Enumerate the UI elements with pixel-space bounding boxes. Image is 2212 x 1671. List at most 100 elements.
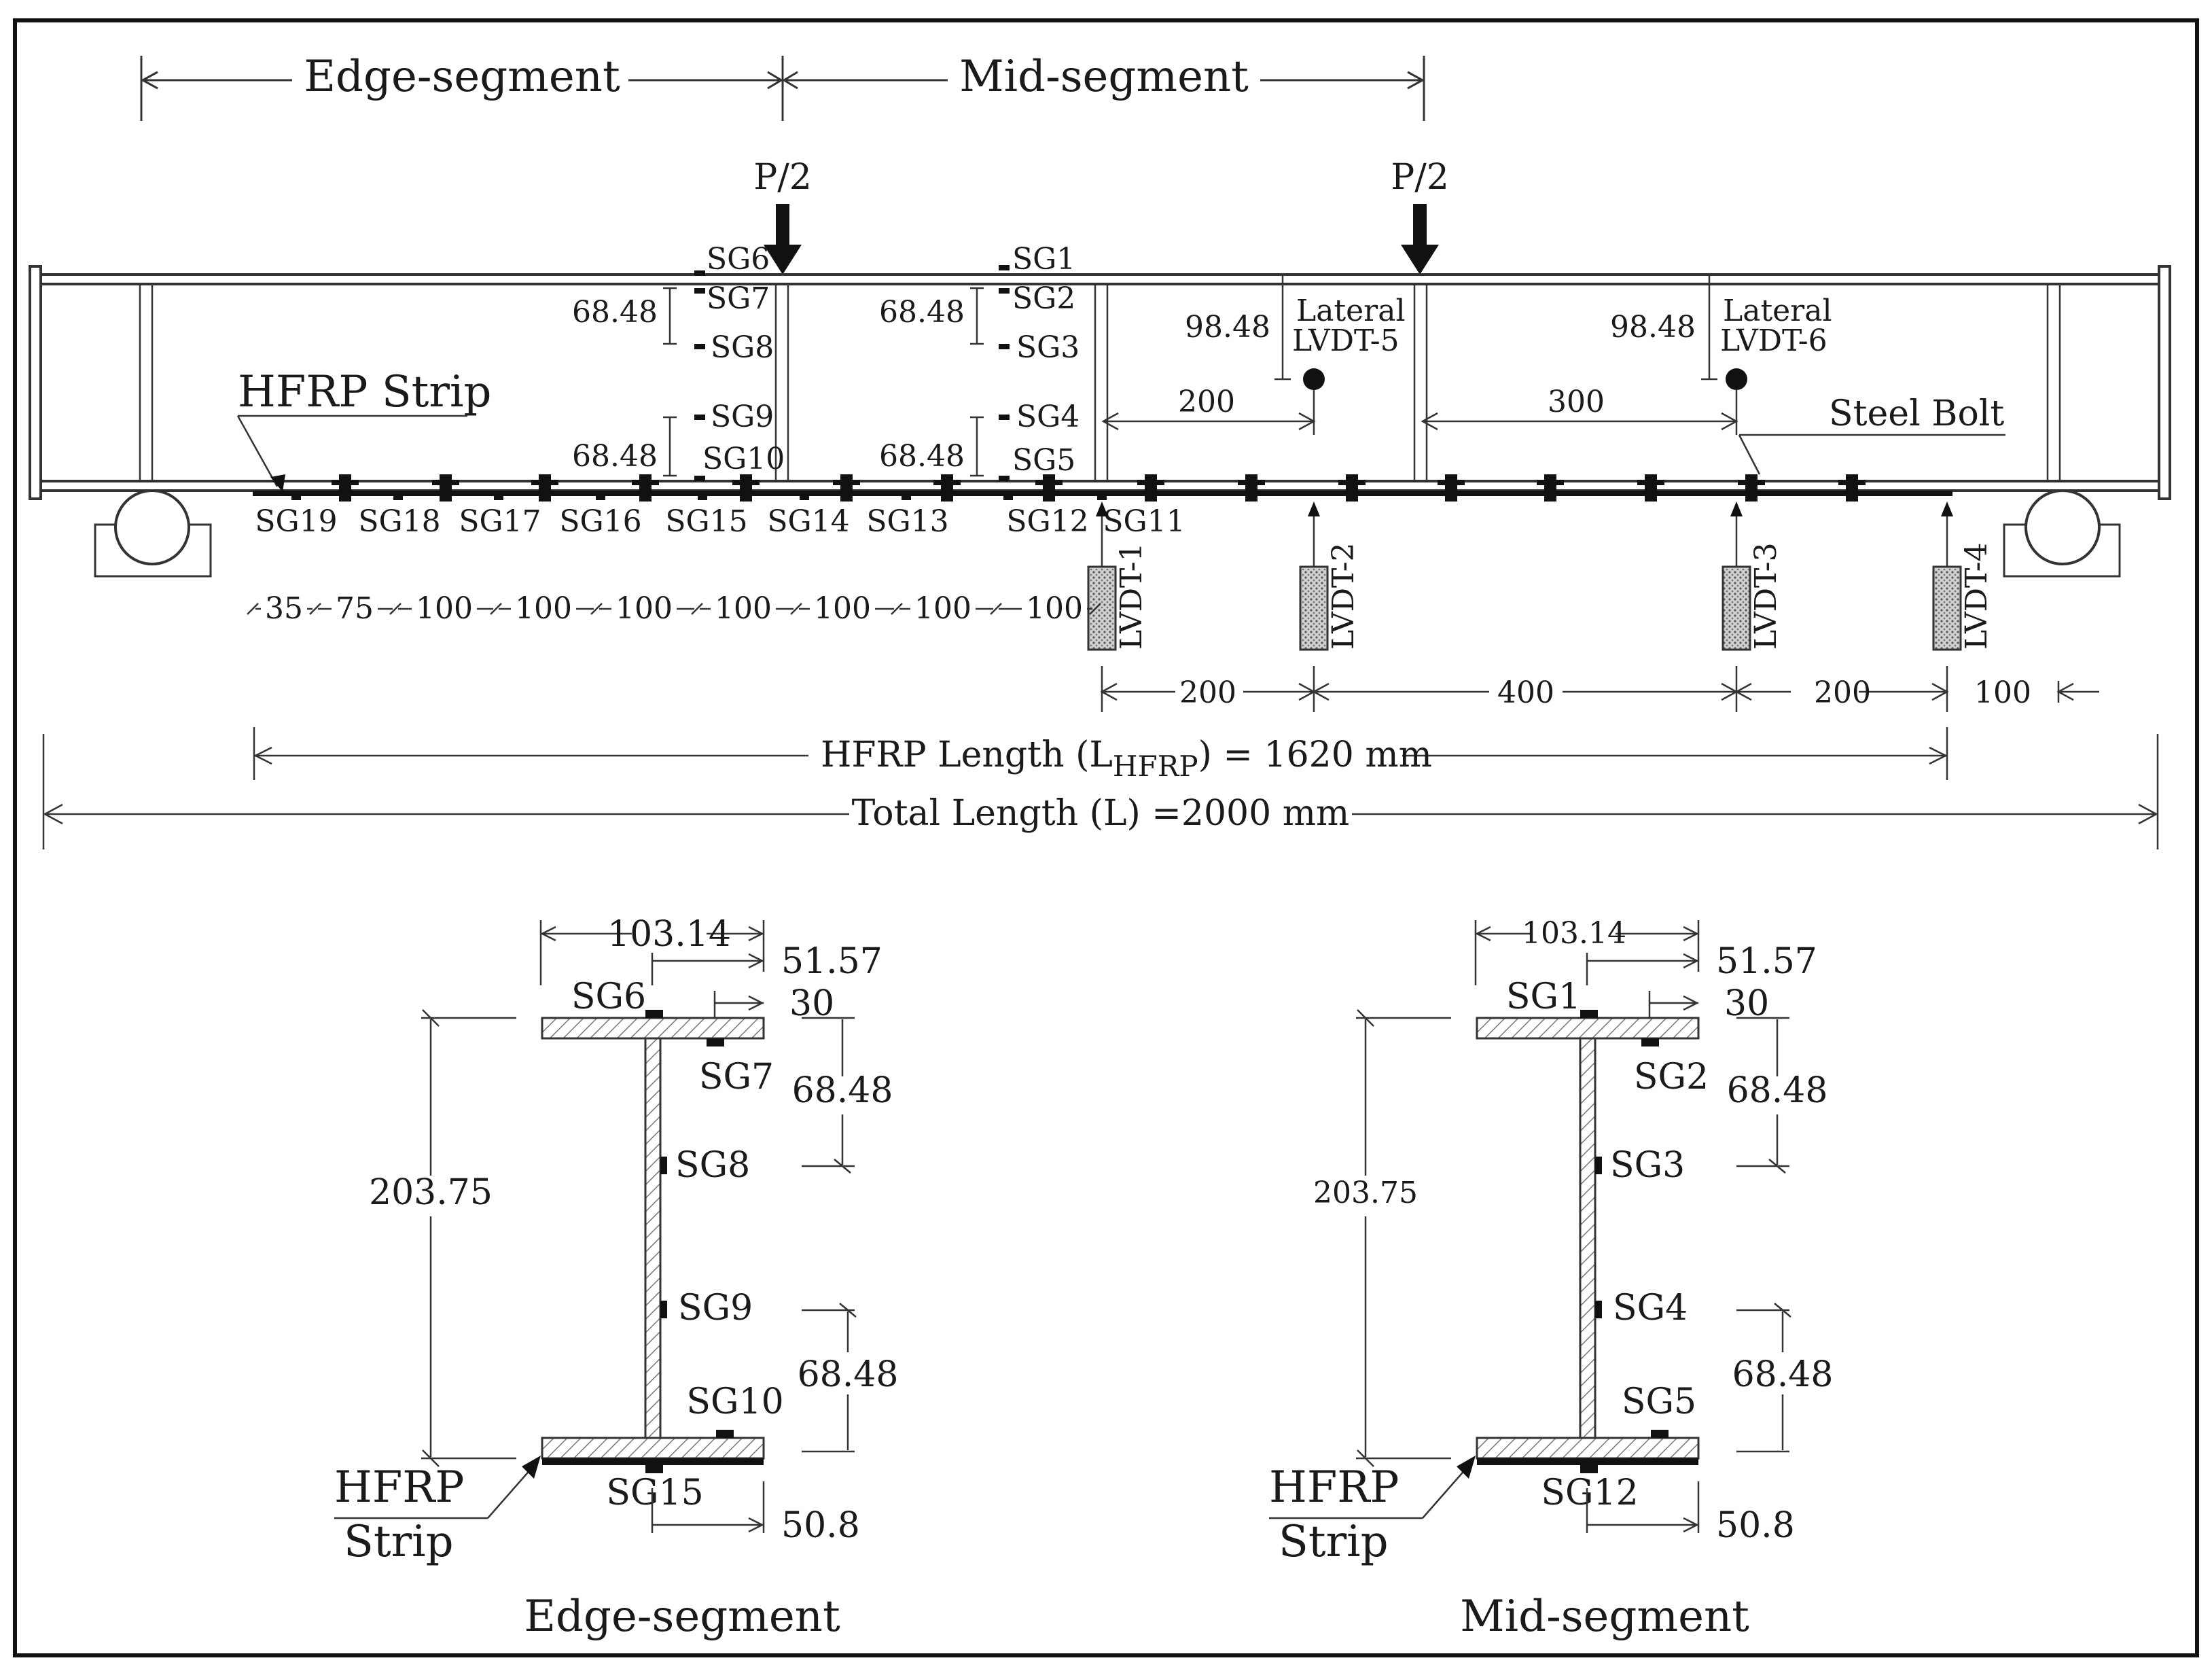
strain-gauge-mark	[1003, 495, 1013, 500]
beam-elevation: Edge-segment Mid-segment P/2 P/2	[29, 52, 2171, 849]
svg-text:51.57: 51.57	[1716, 941, 1817, 982]
hfrp-length-label: HFRP Length (LHFRP) = 1620 mm	[821, 735, 1432, 783]
svg-text:SG10: SG10	[702, 442, 785, 476]
svg-text:HFRP: HFRP	[1269, 1462, 1399, 1513]
svg-text:200: 200	[1814, 675, 1871, 710]
steel-bolt	[933, 474, 961, 502]
svg-text:LVDT-6: LVDT-6	[1720, 323, 1827, 358]
lvdt-4: LVDT-4	[1932, 502, 1994, 651]
svg-text:103.14: 103.14	[607, 914, 731, 955]
strain-gauges-edge-elevation: SG6 SG7 SG8 SG9 SG10 68.48 68.48	[572, 242, 785, 481]
bolt-spacing-value: 100	[416, 591, 473, 626]
right-support	[2003, 489, 2121, 578]
section-mid-segment: 103.14 51.57 30 SG1 SG2 SG3 SG4 SG5 SG12…	[1269, 916, 1833, 1642]
strain-gauge-label: SG15	[665, 504, 747, 539]
steel-bolt	[332, 474, 359, 502]
strain-gauge-mark	[494, 495, 503, 500]
svg-text:SG3: SG3	[1610, 1145, 1685, 1186]
hfrp-length-dimension: HFRP Length (LHFRP) = 1620 mm	[253, 727, 1948, 783]
svg-text:100: 100	[1974, 675, 2031, 710]
svg-text:SG12: SG12	[1541, 1473, 1638, 1513]
steel-bolt	[531, 474, 558, 502]
strain-gauge-mark	[902, 495, 911, 500]
lateral-lvdt-6: 98.48 Lateral LVDT-6 300	[1421, 273, 1832, 435]
svg-text:400: 400	[1497, 675, 1554, 710]
strain-gauge-mark	[596, 495, 605, 500]
svg-text:68.48: 68.48	[879, 295, 965, 330]
svg-text:68.48: 68.48	[792, 1070, 893, 1111]
lvdt-spacing-dimension: 200 400 200 100	[1100, 666, 2099, 712]
strain-gauge-mark	[698, 495, 707, 500]
vertical-lvdts: LVDT-1 LVDT-2 LVDT-3 LVDT-4	[1087, 502, 1994, 651]
svg-text:Strip: Strip	[1279, 1517, 1389, 1567]
svg-text:SG8: SG8	[711, 330, 774, 365]
svg-text:SG7: SG7	[699, 1057, 774, 1097]
steel-bolt	[1438, 474, 1465, 502]
steel-bolt	[632, 474, 659, 502]
strain-gauge-label: SG18	[358, 504, 440, 539]
bolt-spacing-value: 100	[1026, 591, 1083, 626]
steel-bolt	[432, 474, 459, 502]
svg-text:SG1: SG1	[1506, 977, 1581, 1017]
bolt-spacing-value: 100	[814, 591, 871, 626]
svg-text:Lateral: Lateral	[1723, 294, 1832, 328]
svg-text:SG8: SG8	[675, 1145, 750, 1186]
svg-text:SG9: SG9	[678, 1288, 753, 1329]
lvdt-1: LVDT-1	[1087, 502, 1149, 651]
steel-bolt	[1838, 474, 1866, 502]
svg-text:SG6: SG6	[571, 977, 646, 1017]
bolt-spacing-value: 100	[515, 591, 572, 626]
svg-text:LVDT-5: LVDT-5	[1292, 323, 1399, 358]
svg-text:203.75: 203.75	[369, 1172, 493, 1213]
strain-gauge-mark	[1097, 495, 1107, 500]
total-length-label: Total Length (L) =2000 mm	[852, 793, 1350, 834]
svg-text:68.48: 68.48	[1727, 1070, 1828, 1111]
strain-gauge-label: SG14	[767, 504, 849, 539]
strain-gauge-label: SG19	[255, 504, 337, 539]
svg-text:P/2: P/2	[753, 157, 812, 198]
svg-text:51.57: 51.57	[781, 941, 882, 982]
svg-text:SG2: SG2	[1012, 281, 1075, 316]
steel-bolt	[1537, 474, 1564, 502]
svg-text:200: 200	[1178, 385, 1235, 419]
svg-text:68.48: 68.48	[572, 439, 658, 474]
steel-bolt	[833, 474, 860, 502]
svg-text:LVDT-2: LVDT-2	[1326, 542, 1361, 650]
svg-text:SG4: SG4	[1016, 400, 1080, 434]
section-edge-segment: 103.14 51.57 30 SG6 SG7 SG8 SG9 SG10 SG1…	[334, 914, 898, 1642]
svg-text:SG5: SG5	[1622, 1382, 1696, 1422]
svg-text:SG1: SG1	[1012, 242, 1075, 277]
steel-bolt	[1738, 474, 1765, 502]
svg-text:LVDT-3: LVDT-3	[1749, 542, 1783, 650]
svg-text:68.48: 68.48	[1732, 1354, 1834, 1395]
load-arrows: P/2 P/2	[753, 157, 1449, 275]
svg-text:LVDT-1: LVDT-1	[1114, 542, 1149, 650]
strain-gauge-label: SG16	[559, 504, 641, 539]
steel-bolt	[1637, 474, 1664, 502]
strain-gauge-mark	[393, 495, 403, 500]
bolt-spacing-value: 100	[914, 591, 971, 626]
svg-text:98.48: 98.48	[1610, 310, 1696, 345]
steel-bolts	[332, 474, 1866, 502]
svg-text:203.75: 203.75	[1313, 1176, 1418, 1210]
steel-bolt	[1035, 474, 1063, 502]
bolt-spacing-value: 35	[265, 591, 303, 626]
bolt-spacing-value: 100	[715, 591, 772, 626]
bolt-spacing-value: 75	[336, 591, 374, 626]
svg-text:103.14: 103.14	[1522, 916, 1626, 951]
steel-bolt	[1238, 474, 1265, 502]
strain-gauge-label: SG12	[1006, 504, 1088, 539]
svg-text:SG2: SG2	[1634, 1057, 1709, 1097]
svg-text:Strip: Strip	[344, 1517, 454, 1567]
svg-text:HFRP: HFRP	[334, 1462, 464, 1513]
hfrp-strip	[253, 491, 1952, 496]
svg-text:300: 300	[1548, 385, 1605, 419]
steel-bolt-label: Steel Bolt	[1829, 393, 2004, 434]
strain-gauge-mark	[800, 495, 809, 500]
strain-gauge-label: SG17	[459, 504, 541, 539]
strain-gauge-label: SG11	[1103, 504, 1185, 539]
svg-text:98.48: 98.48	[1185, 310, 1270, 345]
lateral-lvdt-5: 98.48 Lateral LVDT-5 200	[1101, 273, 1406, 435]
